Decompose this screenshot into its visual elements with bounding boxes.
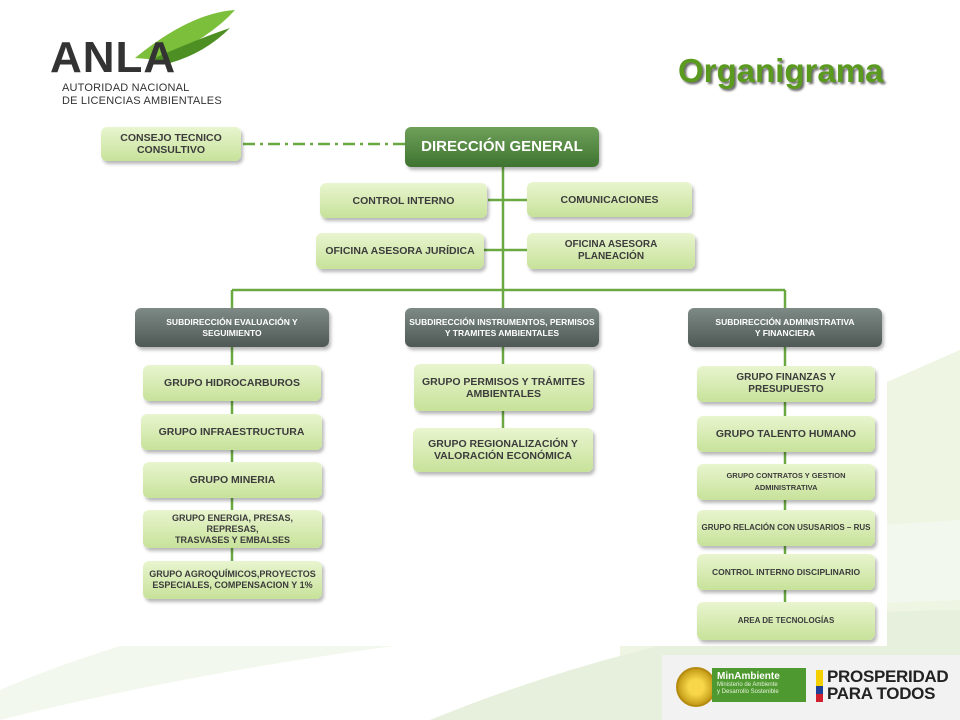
prosperidad-line-1: PROSPERIDAD [827,667,949,686]
grupo-hidrocarburos-box[interactable]: GRUPO HIDROCARBUROS [143,365,321,401]
consejo-tecnico-box[interactable]: CONSEJO TECNICO CONSULTIVO [101,127,241,161]
prosperidad-logo: PROSPERIDAD PARA TODOS [827,667,949,703]
grupo-contratos-box[interactable]: GRUPO CONTRATOS Y GESTION ADMINISTRATIVA [697,464,875,500]
logo-subtitle-line-1: AUTORIDAD NACIONAL [62,82,190,94]
grupo-permisos-box[interactable]: GRUPO PERMISOS Y TRÁMITES AMBIENTALES [414,364,593,411]
subdireccion-instrumentos-box[interactable]: SUBDIRECCIÓN INSTRUMENTOS, PERMISOS Y TR… [405,308,599,347]
grupo-infraestructura-box[interactable]: GRUPO INFRAESTRUCTURA [141,414,322,450]
minambiente-subtitle: Ministerio de Ambiente y Desarrollo Sost… [717,682,779,695]
grupo-relacion-usuarios-box[interactable]: GRUPO RELACIÓN CON USUSARIOS – RUS [697,510,875,546]
comunicaciones-box[interactable]: COMUNICACIONES [527,182,692,217]
grupo-mineria-box[interactable]: GRUPO MINERIA [143,462,322,498]
prosperidad-line-2: PARA TODOS [827,684,936,703]
grupo-agroquimicos-box[interactable]: GRUPO AGROQUÍMICOS,PROYECTOS ESPECIALES,… [143,561,322,599]
oficina-planeacion-box[interactable]: OFICINA ASESORA PLANEACIÓN [527,233,695,269]
grupo-finanzas-box[interactable]: GRUPO FINANZAS Y PRESUPUESTO [697,366,875,402]
page-title: Organigrama [678,52,884,89]
colombia-seal-icon [676,667,716,707]
logo-subtitle-line-2: DE LICENCIAS AMBIENTALES [62,95,222,107]
grupo-regionalizacion-box[interactable]: GRUPO REGIONALIZACIÓN Y VALORACIÓN ECONÓ… [413,428,593,472]
control-interno-box[interactable]: CONTROL INTERNO [320,183,487,218]
svg-text:ANLA: ANLA [50,33,176,82]
area-tecnologias-box[interactable]: AREA DE TECNOLOGÍAS [697,602,875,640]
minambiente-name: MinAmbiente [717,671,780,682]
minambiente-logo: MinAmbiente Ministerio de Ambiente y Des… [712,668,806,702]
anla-logo: ANLA [50,10,235,82]
control-interno-disciplinario-box[interactable]: CONTROL INTERNO DISCIPLINARIO [697,554,875,590]
logo-subtitle: AUTORIDAD NACIONAL DE LICENCIAS AMBIENTA… [62,82,222,108]
subdireccion-evaluacion-box[interactable]: SUBDIRECCIÓN EVALUACIÓN Y SEGUIMIENTO [135,308,329,347]
grupo-talento-humano-box[interactable]: GRUPO TALENTO HUMANO [697,416,875,452]
colombia-flag-icon [816,670,823,702]
oficina-juridica-box[interactable]: OFICINA ASESORA JURÍDICA [316,233,484,269]
direccion-general-box[interactable]: DIRECCIÓN GENERAL [405,127,599,167]
grupo-energia-box[interactable]: GRUPO ENERGIA, PRESAS, REPRESAS, TRASVAS… [143,510,322,548]
subdireccion-administrativa-box[interactable]: SUBDIRECCIÓN ADMINISTRATIVA Y FINANCIERA [688,308,882,347]
